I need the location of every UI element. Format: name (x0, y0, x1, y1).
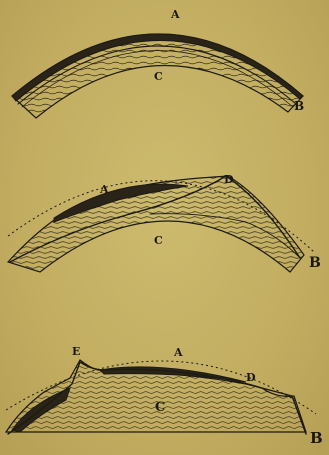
figure-3-label-d: D (246, 371, 256, 384)
figure-2-label-c: C (154, 234, 163, 247)
figure-3-label-b: B (310, 429, 323, 447)
figure-3-label-e: E (72, 345, 80, 358)
figure-1-label-b: B (294, 99, 304, 113)
figure-2-label-a: A (99, 183, 109, 196)
figure-3-label-a: A (173, 346, 183, 359)
figure-2-label-b: B (309, 255, 321, 271)
figure-2-label-d: D (224, 173, 234, 186)
figure-3-label-c: C (155, 400, 165, 415)
figure-1-label-c: C (154, 70, 163, 83)
figure-3-deeply-eroded-fold (6, 360, 316, 434)
figure-1-label-a: A (170, 8, 180, 21)
figure-2-eroded-fold (8, 176, 314, 272)
